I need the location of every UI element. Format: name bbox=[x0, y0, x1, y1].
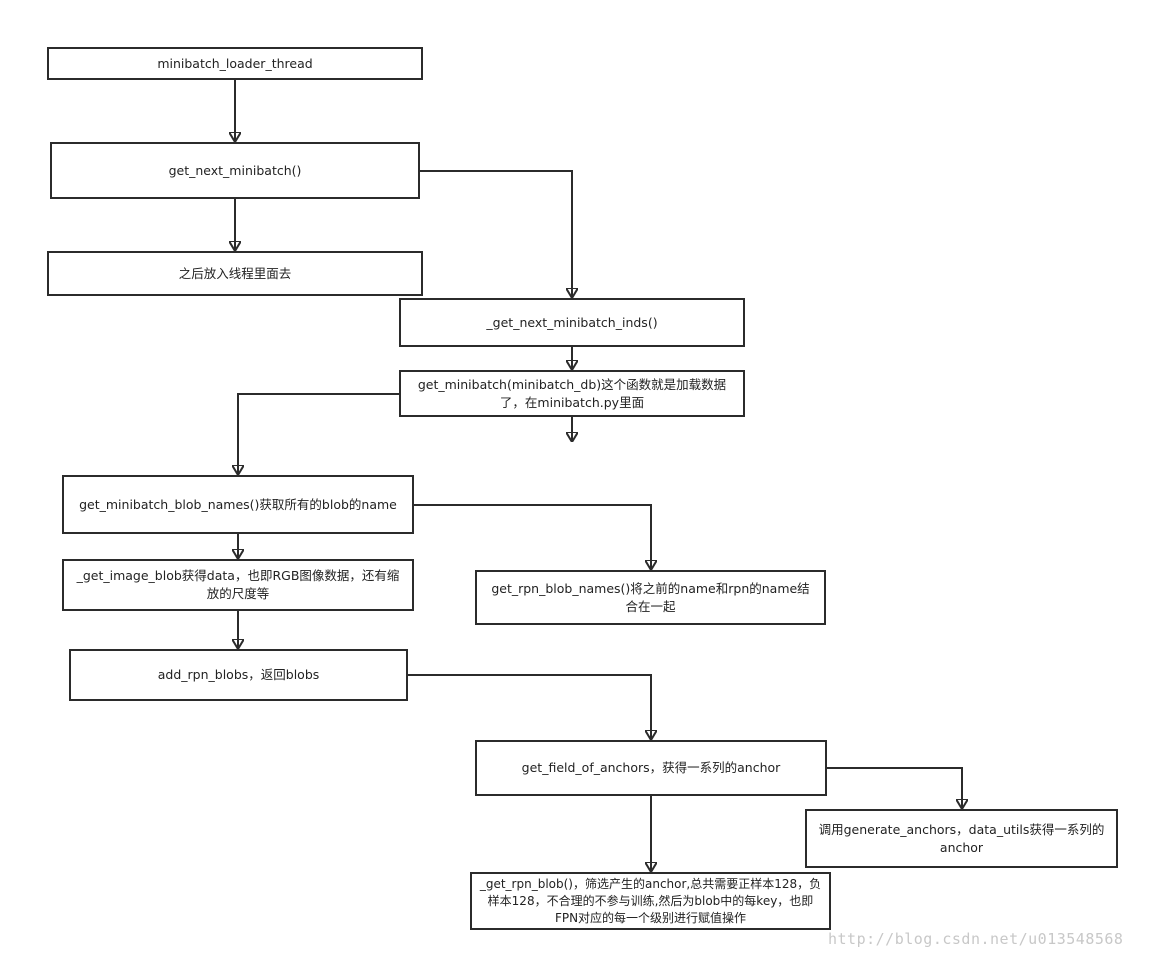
arrow-addrpn-to-fieldanchors bbox=[407, 674, 651, 739]
node-get-next-minibatch: get_next_minibatch() bbox=[50, 142, 420, 199]
node-get-minibatch-blob-names: get_minibatch_blob_names()获取所有的blob的name bbox=[62, 475, 414, 534]
arrow-minibatch-to-blobnames bbox=[238, 393, 400, 474]
node-minibatch-loader-thread: minibatch_loader_thread bbox=[47, 47, 423, 80]
watermark-text: http://blog.csdn.net/u013548568 bbox=[828, 930, 1124, 948]
node-into-thread: 之后放入线程里面去 bbox=[47, 251, 423, 296]
node-get-field-of-anchors: get_field_of_anchors，获得一系列的anchor bbox=[475, 740, 827, 796]
arrow-next-to-inds bbox=[419, 170, 572, 297]
node-get-rpn-blob-names: get_rpn_blob_names()将之前的name和rpn的name结合在… bbox=[475, 570, 826, 625]
arrow-fieldanchors-to-generate bbox=[826, 767, 962, 808]
node-add-rpn-blobs: add_rpn_blobs，返回blobs bbox=[69, 649, 408, 701]
node-get-minibatch: get_minibatch(minibatch_db)这个函数就是加载数据了，在… bbox=[399, 370, 745, 417]
node-get-next-minibatch-inds: _get_next_minibatch_inds() bbox=[399, 298, 745, 347]
node-generate-anchors: 调用generate_anchors，data_utils获得一系列的ancho… bbox=[805, 809, 1118, 868]
node-get-image-blob: _get_image_blob获得data，也即RGB图像数据，还有缩放的尺度等 bbox=[62, 559, 414, 611]
node-get-rpn-blob: _get_rpn_blob()，筛选产生的anchor,总共需要正样本128，负… bbox=[470, 872, 831, 930]
arrow-blobnames-to-rpnnames bbox=[413, 504, 651, 569]
